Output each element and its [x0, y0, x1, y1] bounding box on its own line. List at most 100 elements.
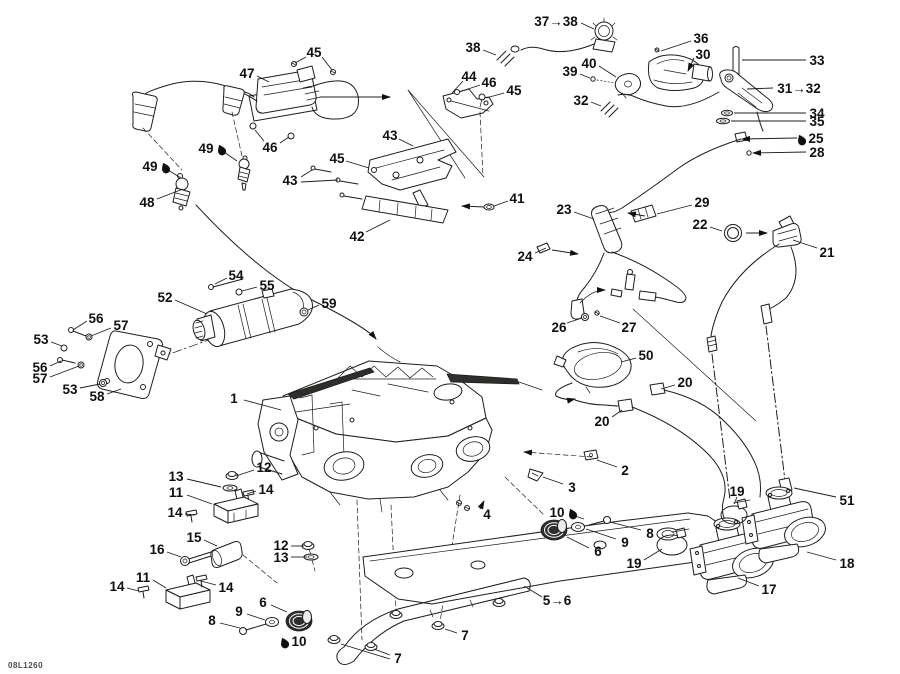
- mounting-bracket-assembly-illustration: [310, 138, 495, 224]
- callout-46: 46: [458, 75, 497, 93]
- leader-line: [485, 92, 505, 99]
- leader-line: [493, 200, 509, 207]
- leader-line: [223, 151, 238, 162]
- leader-line: [534, 247, 547, 254]
- callout-6: 6: [566, 536, 602, 559]
- callout-number: 3: [568, 480, 576, 495]
- callout-50: 50: [620, 348, 654, 363]
- callout-57: 57: [90, 318, 129, 337]
- callout-23: 23: [556, 202, 595, 220]
- callout-25: 25: [741, 131, 824, 146]
- callout-6: 6: [259, 595, 288, 613]
- leader-line: [246, 490, 257, 495]
- callout-3: 3: [542, 476, 576, 495]
- callout-number: 11: [169, 485, 184, 500]
- callout-number: 13: [273, 550, 289, 565]
- callout-24: 24: [517, 247, 579, 264]
- leader-line: [687, 57, 695, 72]
- callout-number: 55: [259, 278, 275, 293]
- callout-45: 45: [329, 151, 370, 169]
- callout-14: 14: [246, 482, 274, 497]
- leader-line: [373, 648, 391, 656]
- leader-line: [294, 56, 307, 64]
- callout-5→6: 5→6: [523, 585, 572, 608]
- callout-number: 39: [562, 64, 577, 79]
- cable-hatch-mark: [600, 101, 619, 118]
- callout-26: 26: [551, 317, 583, 335]
- callout-number: 17: [761, 582, 776, 597]
- leader-line: [49, 360, 62, 367]
- leader-line: [793, 487, 837, 498]
- callout-number: 45: [506, 83, 522, 98]
- spark-plug-illustration: [237, 155, 251, 191]
- leader-line: [186, 478, 222, 488]
- leader-line: [243, 399, 282, 411]
- connector-sleeve-illustration: [630, 204, 657, 223]
- callout-number: 48: [139, 195, 155, 210]
- damper-mount-left-illustration: [239, 610, 313, 635]
- callout-47: 47: [239, 66, 270, 83]
- leader-line: [345, 160, 370, 169]
- callout-number: 57: [113, 318, 128, 333]
- callout-number: 56: [32, 360, 48, 375]
- callout-number: 8: [208, 613, 216, 628]
- small-bracket-illustration: [407, 88, 494, 179]
- leader-line: [752, 149, 807, 156]
- callout-number: 22: [692, 217, 707, 232]
- callout-58: 58: [89, 388, 122, 404]
- callout-19: 19: [729, 484, 745, 505]
- callout-45: 45: [485, 83, 522, 99]
- callout-51: 51: [793, 487, 855, 508]
- handlebar-pin-illustration: [732, 46, 740, 77]
- leader-line: [598, 65, 617, 78]
- callout-number: 58: [89, 389, 105, 404]
- callout-number: 41: [509, 191, 525, 206]
- lubricant-droplet-icon: [162, 162, 171, 174]
- hose-clamp-illustration: [656, 498, 751, 556]
- callout-number: 43: [282, 173, 298, 188]
- illustration-linework: [57, 17, 830, 665]
- leader-line: [398, 138, 414, 147]
- callout-number: 14: [218, 580, 234, 595]
- callout-7: 7: [340, 643, 402, 666]
- callout-11: 11: [169, 485, 213, 505]
- callout-40: 40: [581, 56, 617, 78]
- callout-number: 51: [839, 493, 855, 508]
- leader-line: [599, 315, 621, 324]
- callout-30: 30: [687, 47, 711, 72]
- leader-line: [660, 40, 692, 52]
- callout-20: 20: [660, 375, 693, 390]
- callout-number: 50: [638, 348, 653, 363]
- callout-number: 59: [321, 296, 336, 311]
- callout-49: 49: [198, 141, 238, 162]
- callout-number: 52: [157, 290, 172, 305]
- callout-number: 7: [461, 628, 469, 643]
- callout-number: 53: [62, 382, 78, 397]
- callout-number: 14: [167, 505, 183, 520]
- callout-17: 17: [737, 577, 777, 597]
- callout-number: 31→32: [777, 81, 821, 96]
- callout-number: 20: [594, 414, 609, 429]
- callout-number: 40: [581, 56, 596, 71]
- callout-number: 9: [235, 604, 243, 619]
- spark-plug-illustration: [172, 173, 191, 211]
- callout-14: 14: [109, 579, 140, 594]
- callout-number: 56: [88, 311, 104, 326]
- leader-line: [167, 169, 182, 179]
- callout-56: 56: [72, 311, 104, 331]
- callout-49: 49: [142, 159, 182, 179]
- callout-number: 38: [465, 40, 481, 55]
- leader-line: [590, 101, 602, 107]
- callout-11: 11: [136, 570, 167, 589]
- callout-number: 4: [483, 507, 491, 522]
- engine-mount-upper-illustration: [185, 471, 259, 524]
- leader-line: [279, 136, 290, 144]
- callout-2: 2: [596, 459, 629, 478]
- leader-line: [656, 204, 693, 215]
- leader-line: [523, 585, 543, 598]
- callout-number: 13: [168, 469, 184, 484]
- leader-line: [174, 299, 208, 315]
- leader-line: [186, 494, 213, 505]
